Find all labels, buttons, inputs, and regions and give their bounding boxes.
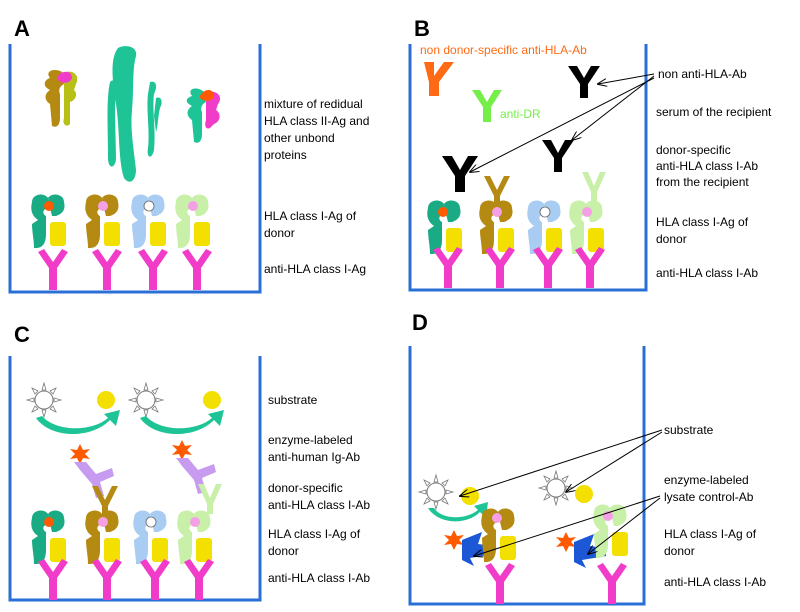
- product-icon: [418, 474, 454, 510]
- anti-hla-label: anti-HLA class I-Ab: [664, 575, 766, 589]
- enzyme-label-icon: [70, 444, 90, 464]
- well-container: [408, 346, 646, 606]
- anti-hla-antibody: [38, 559, 68, 600]
- donor-specific-label: donor-specific anti-HLA class I-Ab: [268, 481, 370, 512]
- anti-hla-antibody: [140, 559, 170, 600]
- hla-class1-antigen: [481, 508, 516, 562]
- hla-class1-label: HLA class I-Ag of donor: [268, 527, 363, 558]
- anti-hla-label: anti-HLA class I-Ab: [656, 266, 758, 280]
- enzyme-arrow: [36, 410, 120, 435]
- large-protein: [107, 46, 137, 182]
- anti-hla-antibody: [184, 559, 214, 600]
- pointer-arrow: [572, 75, 655, 140]
- enzyme-labeled-label: enzyme-labeled anti-human Ig-Ab: [268, 433, 360, 464]
- anti-hla-antibody: [138, 249, 168, 290]
- well-container: [8, 356, 262, 602]
- enzyme-label-icon: [172, 440, 192, 460]
- substrate-molecule: [97, 391, 115, 409]
- class2-antigen-green: [186, 88, 221, 143]
- well-container: [8, 44, 262, 294]
- hla-class1-label: HLA class I-Ag of donor: [264, 209, 359, 240]
- pointer-arrow: [566, 431, 663, 492]
- anti-human-ig-antibody: [74, 462, 114, 498]
- hla-class1-antigen: [479, 200, 514, 254]
- class2-antigen-brown: [44, 70, 78, 127]
- donor-specific-antibody: [484, 176, 510, 206]
- non-anti-hla-antibody: [542, 140, 574, 172]
- panel-letter: A: [14, 16, 30, 41]
- substrate-label: substrate: [664, 423, 714, 437]
- hla-class1-antigen: [85, 510, 120, 564]
- donor-specific-antibody: [92, 486, 118, 516]
- product-icon: [538, 470, 574, 506]
- anti-hla-label: anti-HLA class I-Ag: [264, 262, 366, 276]
- donor-specific-label: donor-specific anti-HLA class I-Ab from …: [656, 143, 761, 189]
- panel-letter: C: [14, 322, 30, 347]
- panel-d: D substrate enzyme-labeled: [408, 310, 766, 606]
- small-protein: [147, 81, 162, 157]
- pointer-arrow: [598, 73, 655, 84]
- hla-class1-antigen: [177, 510, 212, 564]
- anti-human-ig-antibody: [176, 458, 216, 494]
- anti-dr-label: anti-DR: [500, 107, 541, 121]
- enzyme-arrow: [140, 410, 224, 435]
- panel-b: B non donor-specific anti-HLA-Ab anti-DR: [408, 16, 772, 292]
- hla-class1-antigen: [569, 200, 604, 254]
- substrate-molecule: [461, 487, 479, 505]
- anti-hla-antibody: [433, 247, 463, 288]
- pointer-arrow: [470, 77, 655, 172]
- well-container: [408, 44, 648, 292]
- anti-hla-antibody: [92, 249, 122, 290]
- hla-class1-antigen: [175, 194, 210, 248]
- anti-hla-antibody: [182, 249, 212, 290]
- hla-class1-antigen: [427, 200, 462, 254]
- non-anti-hla-label: non anti-HLA-Ab: [658, 67, 747, 81]
- hla-class1-antigen: [527, 200, 562, 254]
- panel-a: A: [8, 16, 373, 294]
- anti-hla-antibody: [92, 559, 122, 600]
- hla-class1-antigen: [31, 194, 66, 248]
- panel-letter: D: [412, 310, 428, 335]
- anti-hla-antibody: [485, 247, 515, 288]
- anti-hla-antibody: [485, 563, 515, 604]
- anti-hla-antibody: [38, 249, 68, 290]
- product-icon: [26, 382, 62, 418]
- substrate-label: substrate: [268, 393, 318, 407]
- anti-hla-antibody: [533, 247, 563, 288]
- hla-class1-label: HLA class I-Ag of donor: [664, 527, 759, 558]
- enzyme-arrow: [428, 502, 488, 522]
- pointer-arrow: [474, 495, 661, 556]
- anti-hla-label: anti-HLA class I-Ab: [268, 571, 370, 585]
- enzyme-label-icon: [444, 530, 464, 550]
- serum-label: serum of the recipient: [656, 105, 772, 119]
- hla-class1-label: HLA class I-Ag of donor: [656, 215, 751, 246]
- hla-class1-antigen: [133, 510, 168, 564]
- hla-class1-antigen: [31, 510, 66, 564]
- donor-specific-antibody: [198, 484, 222, 514]
- donor-specific-antibody: [582, 172, 606, 202]
- product-icon: [128, 382, 164, 418]
- non-donor-specific-antibody: [424, 62, 454, 96]
- panel-c: C: [8, 322, 370, 602]
- substrate-molecule: [203, 391, 221, 409]
- hla-class1-antigen: [131, 194, 166, 248]
- pointer-arrow: [460, 429, 663, 496]
- substrate-molecule: [575, 485, 593, 503]
- panel-letter: B: [414, 16, 430, 41]
- non-donor-specific-label: non donor-specific anti-HLA-Ab: [420, 43, 587, 57]
- anti-dr-antibody: [472, 90, 502, 122]
- pointer-arrow: [588, 497, 661, 554]
- hla-class1-antigen: [593, 504, 628, 558]
- enzyme-label-icon: [556, 532, 576, 552]
- enzyme-labeled-label: enzyme-labeled lysate control-Ab: [664, 473, 754, 504]
- non-anti-hla-antibody: [568, 66, 600, 98]
- non-anti-hla-antibody: [442, 156, 478, 192]
- mixture-label: mixture of redidual HLA class II-Ag and …: [264, 97, 373, 162]
- lysate-control-antibody: [462, 532, 494, 566]
- anti-hla-antibody: [597, 563, 627, 604]
- hla-class1-antigen: [85, 194, 120, 248]
- anti-hla-antibody: [575, 247, 605, 288]
